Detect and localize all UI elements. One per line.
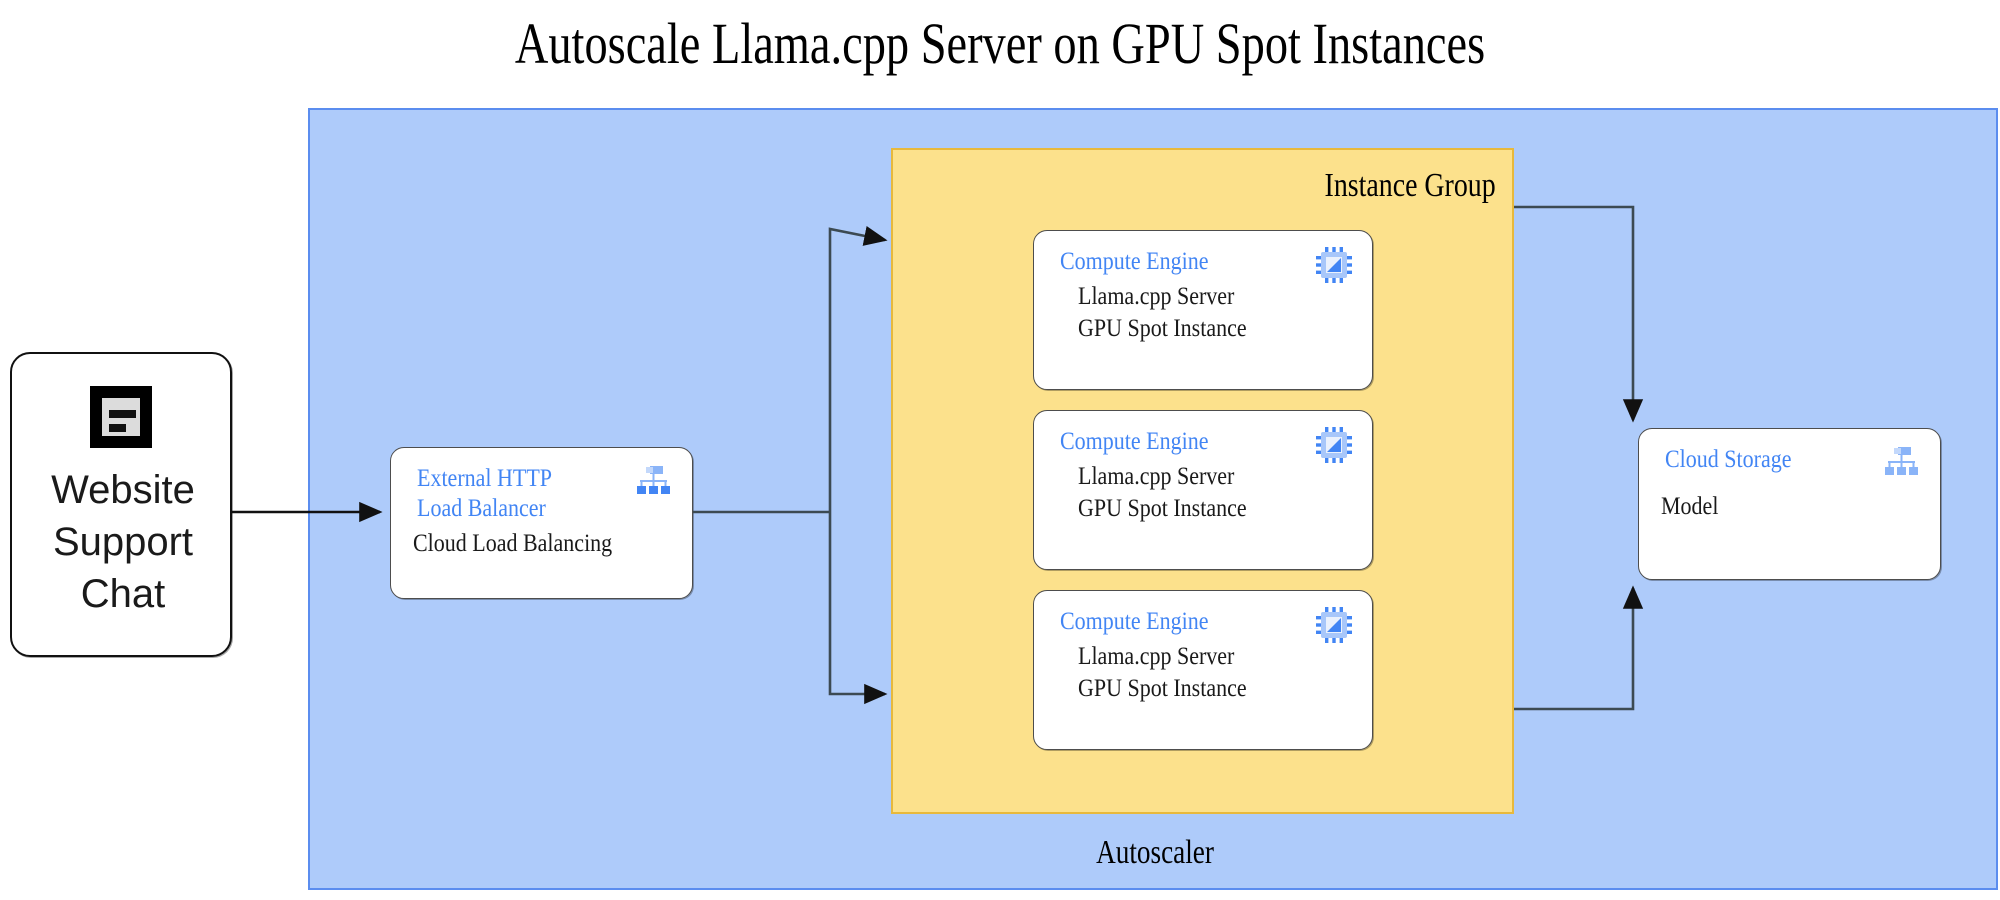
compute-engine-subtitle: Llama.cpp Server GPU Spot Instance (1078, 643, 1247, 702)
compute-engine-card[interactable]: Compute Engine Llama.cpp Server GPU Spot… (1033, 230, 1373, 390)
compute-engine-title: Compute Engine (1060, 608, 1209, 635)
cloud-storage-card[interactable]: Cloud Storage Model (1638, 428, 1941, 580)
compute-engine-subtitle: Llama.cpp Server GPU Spot Instance (1078, 283, 1247, 342)
cpu-chip-icon (1316, 427, 1352, 463)
compute-engine-title: Compute Engine (1060, 248, 1209, 275)
compute-engine-card[interactable]: Compute Engine Llama.cpp Server GPU Spot… (1033, 590, 1373, 750)
storage-hierarchy-icon (1885, 447, 1918, 475)
website-support-chat-label: Website Support Chat (51, 468, 195, 616)
load-balancer-subtitle: Cloud Load Balancing (413, 530, 613, 557)
compute-engine-subtitle: Llama.cpp Server GPU Spot Instance (1078, 463, 1247, 522)
compute-engine-title: Compute Engine (1060, 428, 1209, 455)
autoscaler-label: Autoscaler (1096, 834, 1214, 871)
website-support-chat-node[interactable]: Website Support Chat (10, 352, 232, 657)
cloud-storage-subtitle: Model (1661, 493, 1719, 520)
load-balancer-title: External HTTP Load Balancer (417, 465, 552, 522)
cloud-storage-title: Cloud Storage (1665, 446, 1792, 473)
load-balancer-card[interactable]: External HTTP Load Balancer Cloud Load B… (390, 447, 693, 599)
cpu-chip-icon (1316, 247, 1352, 283)
load-balancer-hierarchy-icon (637, 466, 670, 494)
page-title: Autoscale Llama.cpp Server on GPU Spot I… (514, 11, 1486, 76)
cpu-chip-icon (1316, 607, 1352, 643)
compute-engine-card[interactable]: Compute Engine Llama.cpp Server GPU Spot… (1033, 410, 1373, 570)
chat-article-icon (90, 386, 152, 448)
instance-group-label: Instance Group (1324, 167, 1496, 204)
